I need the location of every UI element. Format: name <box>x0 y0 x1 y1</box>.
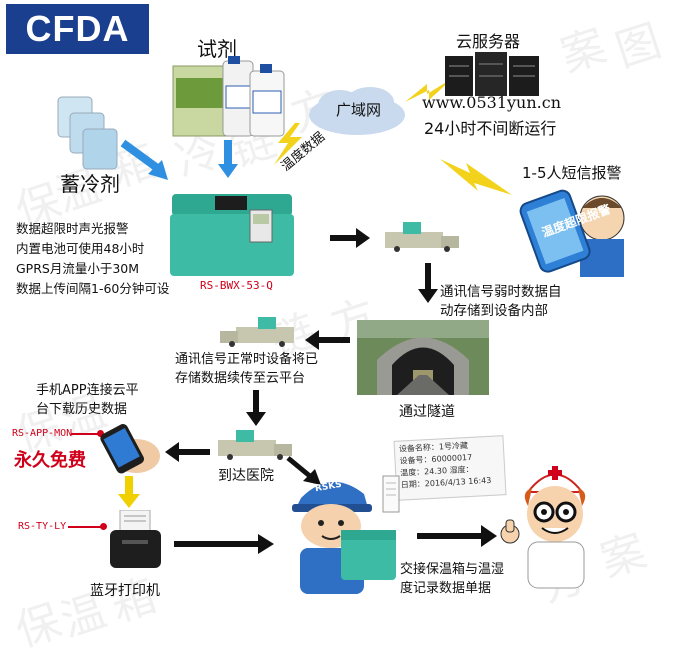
app-model-pointer <box>71 433 99 435</box>
lightning-bolt-icon <box>440 159 512 195</box>
free-label: 永久免费 <box>14 450 86 471</box>
printer-model-pointer <box>68 526 102 528</box>
feature-item: 数据上传间隔1-60分钟可设 <box>16 281 170 296</box>
website-label: www.0531yun.cn <box>422 93 561 112</box>
delivery-worker-icon <box>292 481 396 594</box>
normal-signal-line: 存储数据续传至云平台 <box>175 371 306 386</box>
cfda-logo: CFDA <box>6 4 149 54</box>
arrow-right-icon <box>417 525 497 547</box>
tunnel-photo <box>357 320 489 395</box>
ice-pack-label: 蓄冷剂 <box>60 172 120 196</box>
handover-line: 交接保温箱与温湿 <box>400 562 505 577</box>
cloud-server-label: 云服务器 <box>456 32 521 51</box>
wan-label: 广域网 <box>336 101 382 119</box>
arrow-down-icon <box>118 476 140 508</box>
app-model-dot <box>97 430 104 437</box>
reagent-bottles-icon <box>172 56 285 137</box>
arrow-down-icon <box>218 140 238 178</box>
lightning-bolt-icon <box>405 78 453 102</box>
printer-model-label: RS-TY-LY <box>18 521 67 532</box>
watermark-char: 案 <box>554 20 613 83</box>
receipt-lines: 设备名称：1号冷藏 设备号：60000017 温度：24.30 湿度： 日期：2… <box>399 439 492 492</box>
arrow-right-icon <box>174 534 274 554</box>
arrow-down-right-icon <box>286 456 321 485</box>
feature-item: 内置电池可使用48小时 <box>16 241 145 256</box>
sms-alarm-label: 1-5人短信报警 <box>522 164 622 182</box>
handover-text: 交接保温箱与温湿 度记录数据单据 <box>400 560 504 598</box>
arrow-right-icon <box>330 228 370 248</box>
phone-app-icon <box>100 424 160 474</box>
receipt-paper-icon <box>382 475 400 513</box>
record-receipt: 设备名称：1号冷藏 设备号：60000017 温度：24.30 湿度： 日期：2… <box>393 435 507 501</box>
insulated-box-icon <box>170 194 294 276</box>
weak-signal-line: 动存储到设备内部 <box>440 303 548 319</box>
handover-line: 度记录数据单据 <box>400 581 492 596</box>
arrow-down-icon <box>418 263 438 303</box>
sms-alarm-person-icon <box>519 189 625 277</box>
printer-model-dot <box>100 523 107 530</box>
normal-signal-line: 通讯信号正常时设备将已 <box>175 352 319 367</box>
doctor-icon <box>500 466 586 589</box>
truck-icon <box>218 430 292 460</box>
bt-printer-label: 蓝牙打印机 <box>90 583 160 599</box>
arrow-left-icon <box>305 330 350 350</box>
truck-icon <box>385 222 459 252</box>
bluetooth-printer-icon <box>110 510 161 568</box>
lightning-bolt-icon <box>274 123 302 165</box>
feature-item: 数据超限时声光报警 <box>16 221 129 236</box>
weak-signal-text: 通讯信号弱时数据自 动存储到设备内部 <box>440 283 562 321</box>
ice-pack-icon <box>57 96 118 170</box>
normal-signal-text: 通讯信号正常时设备将已 存储数据续传至云平台 <box>175 350 318 388</box>
watermark-char: 保 <box>9 595 68 658</box>
arrow-down-icon <box>246 390 266 426</box>
uptime-label: 24小时不间断运行 <box>424 119 557 138</box>
hospital-label: 到达医院 <box>218 468 274 484</box>
features-list: 数据超限时声光报警 内置电池可使用48小时 GPRS月流量小于30M 数据上传间… <box>16 219 169 299</box>
app-model-label: RS-APP-MON <box>12 428 73 439</box>
wan-cloud-icon <box>309 87 405 135</box>
cfda-logo-text: CFDA <box>25 8 130 49</box>
arrow-right-down-icon <box>120 139 168 180</box>
watermark-char: 图 <box>609 15 668 78</box>
feature-item: GPRS月流量小于30M <box>16 261 140 276</box>
truck-icon <box>220 317 294 347</box>
weak-signal-line: 通讯信号弱时数据自 <box>440 284 562 300</box>
server-rack-icon <box>445 52 539 96</box>
box-model-label: RS-BWX-53-Q <box>200 279 273 292</box>
app-connect-text: 手机APP连接云平 台下载历史数据 <box>36 381 139 419</box>
tunnel-label: 通过隧道 <box>399 404 455 420</box>
app-connect-line: 台下载历史数据 <box>36 402 128 417</box>
arrow-left-icon <box>165 442 210 462</box>
app-connect-line: 手机APP连接云平 <box>36 383 139 398</box>
